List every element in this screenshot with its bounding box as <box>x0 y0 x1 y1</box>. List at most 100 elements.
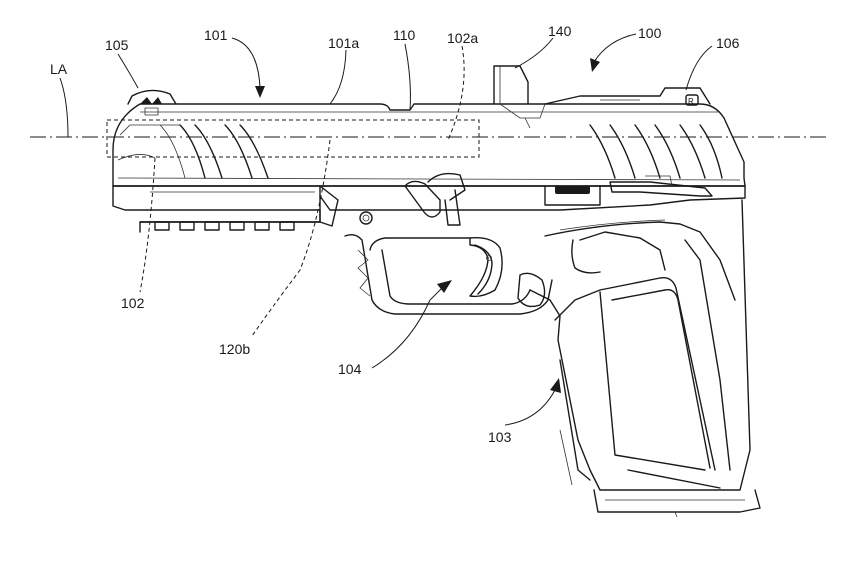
leader-104 <box>371 284 446 369</box>
beavertail-curve <box>571 239 601 274</box>
label-102: 102 <box>121 295 145 311</box>
rail-slot-1 <box>154 221 170 231</box>
label-103: 103 <box>488 429 512 445</box>
rear-serration-4 <box>654 124 681 179</box>
reference-labels: LA 105 101 101a 110 102a 140 100 106 102… <box>50 23 740 445</box>
front-strap-texture <box>559 429 573 486</box>
arrow-103 <box>550 378 561 393</box>
front-sight-insert <box>140 97 152 104</box>
leader-la <box>59 77 69 138</box>
arrow-104 <box>437 280 452 293</box>
front-serration-5 <box>159 124 186 179</box>
takedown-pin <box>359 211 373 225</box>
takedown-lever <box>404 180 441 218</box>
rear-sight-body <box>544 87 711 105</box>
trigger-blade <box>474 244 493 295</box>
label-120b: 120b <box>219 341 250 357</box>
slide-lower-line <box>117 177 741 181</box>
label-104: 104 <box>338 361 362 377</box>
ejection-button <box>555 186 590 194</box>
rear-sight-logo <box>685 94 699 106</box>
arrow-100 <box>590 58 600 72</box>
label-101a: 101a <box>328 35 359 51</box>
leader-110 <box>404 43 411 111</box>
front-sight-base <box>144 107 159 116</box>
rail-slot-4 <box>229 221 245 231</box>
label-101: 101 <box>204 27 228 43</box>
trigger-guard-outer <box>344 233 553 315</box>
front-serration-2 <box>194 124 223 179</box>
slide <box>112 103 746 195</box>
rear-sight: R <box>544 87 711 106</box>
baseplate-nub <box>674 511 678 518</box>
magazine-baseplate <box>593 489 761 513</box>
slide-stop-tail <box>444 189 461 226</box>
rail-slot-5 <box>254 221 270 231</box>
leader-102a <box>447 45 465 141</box>
leader-106 <box>685 45 713 91</box>
leader-102 <box>139 157 156 293</box>
front-serration-1 <box>179 124 206 179</box>
leader-105 <box>117 53 139 89</box>
trigger-guard-top <box>369 237 471 251</box>
rear-serration-3 <box>634 124 661 179</box>
backstrap-line <box>684 239 731 471</box>
label-106: 106 <box>716 35 740 51</box>
frame-rail-block <box>319 185 339 227</box>
rear-serration-5 <box>679 124 706 179</box>
manual-safety-lever <box>609 181 713 197</box>
leader-120b <box>251 139 331 337</box>
label-100: 100 <box>638 25 662 41</box>
label-110: 110 <box>393 27 416 43</box>
takedown-pin-inner <box>362 214 370 222</box>
grip-panel-inner <box>611 289 711 469</box>
arrow-101 <box>255 86 265 98</box>
leader-101 <box>231 37 261 89</box>
label-102a: 102a <box>447 30 478 46</box>
trigger-pin <box>486 255 492 261</box>
barrel-region-box <box>106 119 480 158</box>
grip-outline <box>529 199 751 491</box>
optic-post <box>493 65 529 105</box>
dust-cover <box>112 193 321 233</box>
front-sight-insert-2 <box>152 97 162 104</box>
grip-frame-inner <box>554 277 716 471</box>
trigger-guard-inner <box>381 249 531 305</box>
front-serration-4 <box>239 124 269 179</box>
frame <box>112 172 761 518</box>
front-serration-3 <box>224 124 253 179</box>
grip-upper-recess <box>579 231 666 271</box>
rear-sight-logo-glyph: R <box>688 97 694 106</box>
rail-slot-6 <box>279 221 295 231</box>
rail-slot-3 <box>204 221 220 231</box>
label-la: LA <box>50 61 68 77</box>
ejection-port-line <box>524 117 531 129</box>
leader-101a <box>329 49 347 105</box>
rear-serration-1 <box>589 124 616 179</box>
grip-upper-curve <box>544 221 736 301</box>
grip-panel-front <box>599 291 706 471</box>
grip-tang-line <box>559 219 666 231</box>
leader-103 <box>504 387 557 426</box>
rail-slot-2 <box>179 221 195 231</box>
safety-detail <box>645 175 673 187</box>
leader-140 <box>514 37 554 69</box>
rear-serration-2 <box>609 124 636 179</box>
slide-front-chamfer <box>119 124 180 136</box>
trigger <box>469 237 503 298</box>
frame-top-line <box>319 185 746 211</box>
magazine-release <box>517 272 546 308</box>
leader-lines <box>59 33 713 426</box>
label-140: 140 <box>548 23 572 39</box>
magwell-line <box>627 469 721 489</box>
slide-stop-lever <box>427 172 466 201</box>
optic-mount <box>493 65 529 105</box>
ejection-port-edge <box>499 103 546 119</box>
ejection-button-housing <box>544 185 601 206</box>
slide-outline <box>112 103 746 195</box>
front-sight <box>127 89 177 116</box>
front-sight-body <box>127 89 177 105</box>
leader-100 <box>593 33 637 63</box>
trigger-guard-serration <box>357 249 371 297</box>
